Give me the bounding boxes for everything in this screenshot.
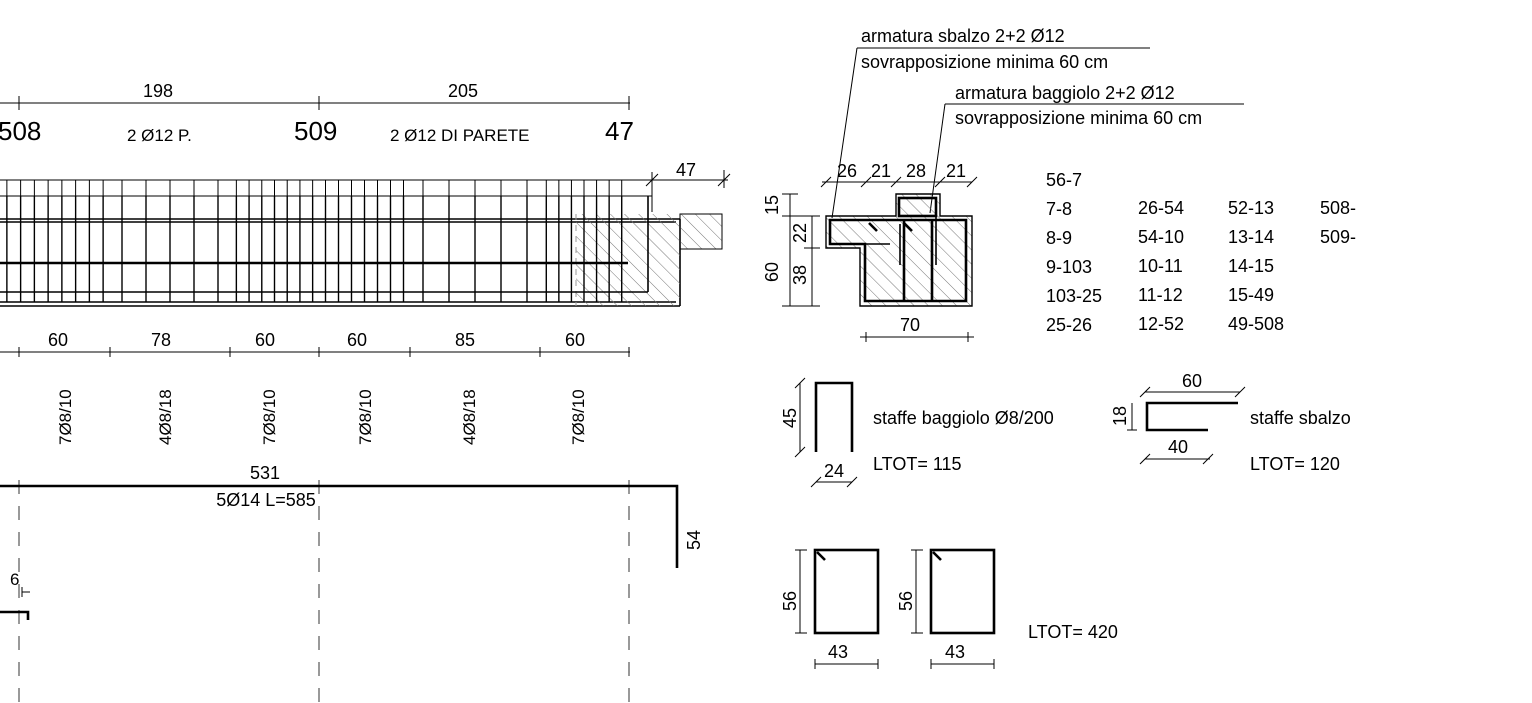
node-509: 509 — [294, 116, 337, 146]
span-entry: 54-10 — [1138, 227, 1184, 247]
baggiolo-label: staffe baggiolo Ø8/200 — [873, 408, 1054, 428]
dim-78-a: 78 — [151, 330, 171, 350]
sec-dim-38: 38 — [790, 265, 810, 285]
closed-stirrups-ltot: LTOT= 420 — [1028, 622, 1118, 642]
beam-top-dimension: 198 205 — [0, 81, 630, 110]
sec-tick — [860, 176, 872, 188]
bar-length-531: 531 — [250, 463, 280, 483]
sec-tick — [890, 176, 902, 188]
sec-tick — [934, 176, 946, 188]
stirrup-sbalzo: 60 18 40 staffe sbalzo LTOT= 120 — [1110, 371, 1351, 474]
dim-60-a: 60 — [48, 330, 68, 350]
baggiolo-ltot: LTOT= 115 — [873, 454, 962, 474]
note-baggiolo: armatura baggiolo 2+2 Ø12 — [955, 83, 1175, 103]
stirrup-label-1: 7Ø8/10 — [56, 389, 75, 445]
sec-dim-70: 70 — [900, 315, 920, 335]
sbalzo-ltot: LTOT= 120 — [1250, 454, 1340, 474]
span-entry: 13-14 — [1228, 227, 1274, 247]
sec-dim-15: 15 — [762, 195, 782, 215]
sec-tick — [966, 176, 978, 188]
dim-85: 85 — [455, 330, 475, 350]
stirrup-label-6: 7Ø8/10 — [569, 389, 588, 445]
span-entry: 52-13 — [1228, 198, 1274, 218]
bar-note-parete: 2 Ø12 DI PARETE — [390, 126, 530, 145]
node-47: 47 — [605, 116, 634, 146]
span-entry: 12-52 — [1138, 314, 1184, 334]
span-entry: 508- — [1320, 198, 1356, 218]
dim-overhang-47: 47 — [676, 160, 696, 180]
closed-stirrups: 56 43 56 43 LTOT= 420 — [780, 548, 1118, 669]
beam-stirrups — [6, 180, 623, 302]
dim-60-b: 60 — [255, 330, 275, 350]
closed-stirrup-height-2: 56 — [896, 591, 916, 611]
baggiolo-height-45: 45 — [780, 408, 800, 428]
bar-note-p: 2 Ø12 P. — [127, 126, 192, 145]
overhang-dimension: 47 — [645, 160, 731, 212]
baggiolo-width-24: 24 — [824, 461, 844, 481]
dim-60-c: 60 — [347, 330, 367, 350]
note-sbalzo: armatura sbalzo 2+2 Ø12 — [861, 26, 1065, 46]
sec-tick — [820, 176, 832, 188]
stirrup-label-5: 4Ø8/18 — [460, 389, 479, 445]
dim-198: 198 — [143, 81, 173, 101]
span-entry: 8-9 — [1046, 228, 1072, 248]
cross-section: 26 21 28 21 15 22 60 38 70 — [762, 161, 978, 342]
span-entry: 49-508 — [1228, 314, 1284, 334]
span-entry: 10-11 — [1138, 256, 1183, 276]
span-entry: 11-12 — [1138, 285, 1183, 305]
sec-dim-26: 26 — [837, 161, 857, 181]
span-entry: 103-25 — [1046, 286, 1102, 306]
beam-bottom-dimension: 60 78 60 60 85 60 — [0, 330, 630, 357]
sec-dim-21-a: 21 — [871, 161, 891, 181]
span-entry: 509- — [1320, 227, 1356, 247]
section-notes: armatura sbalzo 2+2 Ø12 sovrapposizione … — [831, 26, 1244, 219]
span-entry: 25-26 — [1046, 315, 1092, 335]
note-sbalzo-lap: sovrapposizione minima 60 cm — [861, 52, 1108, 72]
stirrup-baggiolo: 45 24 staffe baggiolo Ø8/200 LTOT= 115 — [780, 377, 1054, 488]
span-entry: 15-49 — [1228, 285, 1274, 305]
bar-hook-6: 6 — [10, 570, 19, 589]
sbalzo-bottom-40: 40 — [1168, 437, 1188, 457]
bottom-bar-detail: 531 5Ø14 L=585 54 6 — [0, 463, 704, 703]
stirrup-label-2: 4Ø8/18 — [156, 389, 175, 445]
closed-stirrup-width-1: 43 — [828, 642, 848, 662]
sec-dim-60: 60 — [762, 262, 782, 282]
dim-205: 205 — [448, 81, 478, 101]
sec-dim-22: 22 — [790, 223, 810, 243]
span-entry: 56-7 — [1046, 170, 1082, 190]
stirrup-label-3: 7Ø8/10 — [260, 389, 279, 445]
stirrup-label-4: 7Ø8/10 — [356, 389, 375, 445]
spans-table: 56-7 7-8 8-9 9-103 103-25 25-26 26-54 54-10 10-1… — [1046, 170, 1356, 335]
closed-stirrup-width-2: 43 — [945, 642, 965, 662]
sbalzo-height-18: 18 — [1110, 406, 1130, 426]
note-baggiolo-lap: sovrapposizione minima 60 cm — [955, 108, 1202, 128]
beam-elevation — [0, 179, 723, 307]
closed-stirrup-height-1: 56 — [780, 591, 800, 611]
sec-dim-28: 28 — [906, 161, 926, 181]
span-entry: 9-103 — [1046, 257, 1092, 277]
sbalzo-top-60: 60 — [1182, 371, 1202, 391]
sbalzo-label: staffe sbalzo — [1250, 408, 1351, 428]
bar-hook-54: 54 — [684, 530, 704, 550]
stirrup-spacing-labels: 7Ø8/10 4Ø8/18 7Ø8/10 7Ø8/10 4Ø8/18 7Ø8/1… — [56, 389, 588, 445]
node-508: 508 — [0, 116, 41, 146]
dim-60-d: 60 — [565, 330, 585, 350]
bar-label-5014: 5Ø14 L=585 — [216, 490, 316, 510]
sec-dim-21-b: 21 — [946, 161, 966, 181]
span-entry: 26-54 — [1138, 198, 1184, 218]
span-entry: 14-15 — [1228, 256, 1274, 276]
span-entry: 7-8 — [1046, 199, 1072, 219]
